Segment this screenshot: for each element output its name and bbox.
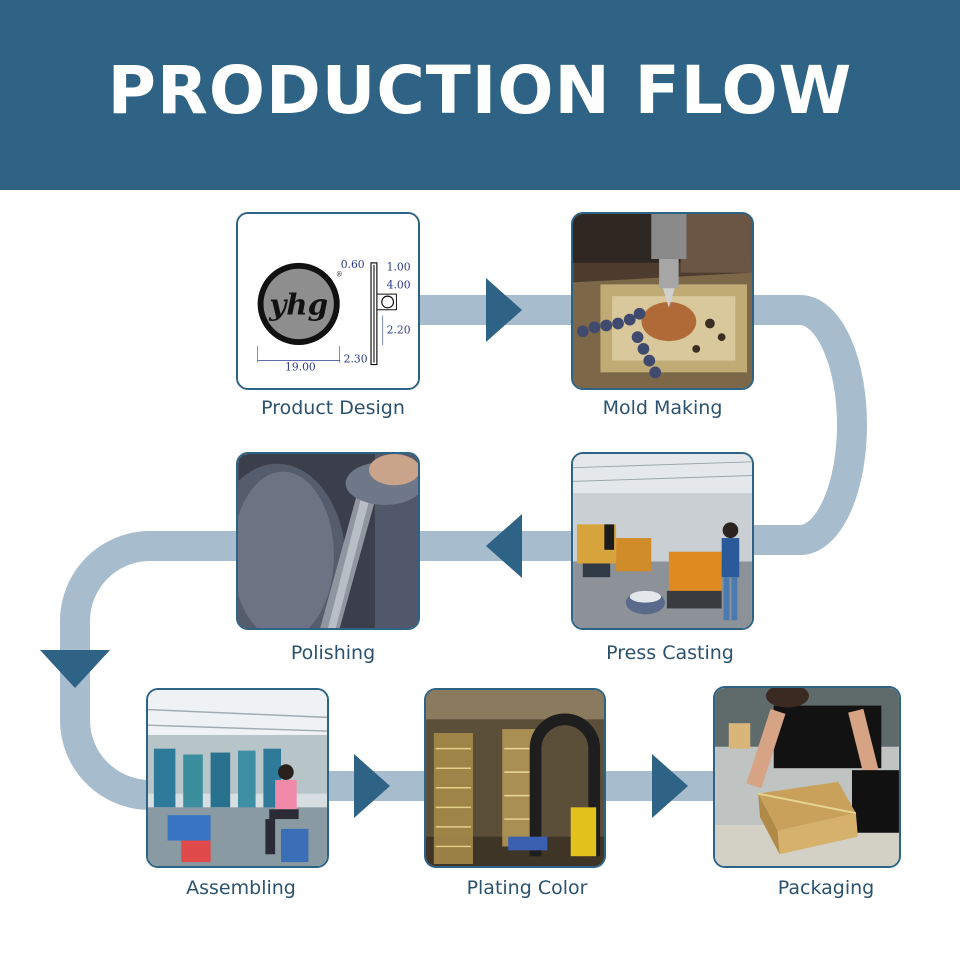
plating-color-photo	[426, 690, 604, 866]
svg-text:yhg: yhg	[268, 287, 328, 322]
product-design-drawing: yhg ® 19.00 0.60 1.00 4.00 2.20 2.30	[238, 214, 418, 388]
step-card-packaging	[713, 686, 901, 868]
step-card-mold-making	[571, 212, 754, 390]
press-casting-photo	[573, 454, 752, 628]
arrow-right-icon	[652, 754, 688, 818]
step-card-press-casting	[571, 452, 754, 630]
svg-text:2.30: 2.30	[344, 353, 368, 366]
svg-text:0.60: 0.60	[341, 258, 365, 271]
step-label-packaging: Packaging	[777, 877, 875, 899]
packaging-photo	[715, 688, 899, 866]
step-label-product-design: Product Design	[261, 397, 405, 419]
arrow-right-icon	[354, 754, 390, 818]
page-title: PRODUCTION FLOW	[107, 51, 853, 129]
page-header: PRODUCTION FLOW	[0, 0, 960, 190]
step-card-plating-color	[424, 688, 606, 868]
svg-text:4.00: 4.00	[387, 278, 411, 291]
step-card-polishing	[236, 452, 420, 630]
step-card-product-design: yhg ® 19.00 0.60 1.00 4.00 2.20 2.30	[236, 212, 420, 390]
step-label-plating-color: Plating Color	[466, 877, 588, 899]
svg-text:1.00: 1.00	[387, 261, 411, 274]
svg-text:2.20: 2.20	[387, 323, 411, 336]
polishing-photo	[238, 454, 418, 628]
step-label-polishing: Polishing	[290, 642, 376, 664]
arrow-down-icon	[40, 650, 110, 688]
svg-text:®: ®	[336, 271, 343, 279]
svg-text:19.00: 19.00	[285, 360, 316, 373]
arrow-left-icon	[486, 514, 522, 578]
step-label-press-casting: Press Casting	[606, 642, 734, 664]
step-label-mold-making: Mold Making	[602, 397, 723, 419]
assembling-photo	[148, 690, 327, 866]
step-card-assembling	[146, 688, 329, 868]
arrow-right-icon	[486, 278, 522, 342]
step-label-assembling: Assembling	[186, 877, 296, 899]
mold-making-photo	[573, 214, 752, 388]
